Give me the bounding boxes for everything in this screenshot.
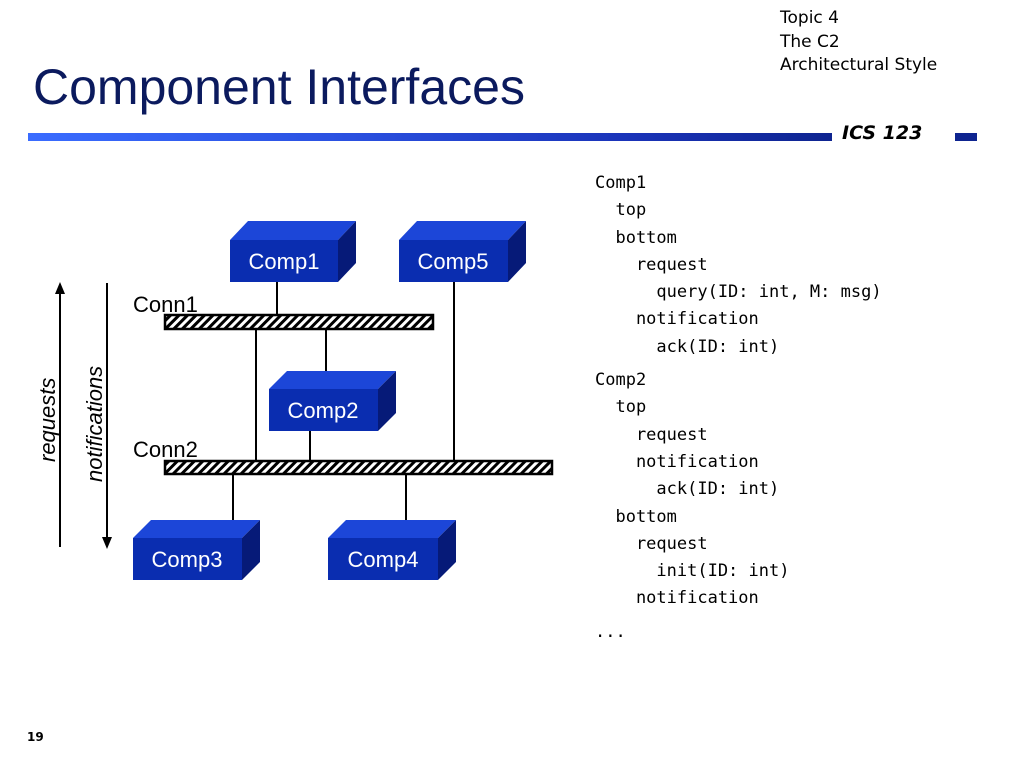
requests-label: requests xyxy=(35,378,60,462)
component-comp5-side xyxy=(508,221,526,282)
connector-conn2-label: Conn2 xyxy=(133,437,198,462)
page-number: 19 xyxy=(27,730,44,744)
component-comp4: Comp4 xyxy=(328,520,456,580)
requests-arrow xyxy=(55,282,65,547)
comp1-interface: Comp1 top bottom request query(ID: int, … xyxy=(595,170,882,361)
code-ellipsis: ... xyxy=(595,621,626,642)
component-comp3: Comp3 xyxy=(133,520,260,580)
code-line: request xyxy=(595,254,708,275)
title-underline xyxy=(28,133,832,141)
component-comp3-front xyxy=(133,538,242,580)
component-comp5-label: Comp5 xyxy=(418,249,489,274)
component-comp2-label: Comp2 xyxy=(288,398,359,423)
component-comp5-front xyxy=(399,240,508,282)
component-comp1-side xyxy=(338,221,356,282)
topic-line-2: The C2 xyxy=(780,31,840,52)
notifications-label: notifications xyxy=(82,366,107,482)
component-comp2-front xyxy=(269,389,378,431)
component-comp5: Comp5 xyxy=(399,221,526,282)
component-comp2-top xyxy=(269,371,396,389)
slide-title: Component Interfaces xyxy=(33,59,525,115)
course-label: ICS 123 xyxy=(842,122,923,144)
comp2-interface: Comp2 top request notification ack(ID: i… xyxy=(595,367,882,613)
component-comp4-label: Comp4 xyxy=(348,547,419,572)
code-line: notification xyxy=(595,451,759,472)
code-line: query(ID: int, M: msg) xyxy=(595,282,882,303)
connector-conn1-label: Conn1 xyxy=(133,292,198,317)
component-comp1-top xyxy=(230,221,356,240)
code-line: bottom xyxy=(595,227,677,248)
code-line: notification xyxy=(595,309,759,330)
code-line: Comp2 xyxy=(595,370,647,391)
code-line: request xyxy=(595,424,708,445)
code-line: top xyxy=(595,397,647,418)
component-links xyxy=(232,282,455,520)
arrow-down-icon xyxy=(102,537,112,549)
code-line: ack(ID: int) xyxy=(595,336,780,357)
connector-conn2-bar xyxy=(163,459,554,476)
code-line: notification xyxy=(595,588,759,609)
component-comp4-top xyxy=(328,520,456,538)
arrow-up-icon xyxy=(55,282,65,294)
topic-line-1: Topic 4 xyxy=(780,8,839,28)
component-comp2: Comp2 xyxy=(269,371,396,431)
component-comp4-side xyxy=(438,520,456,580)
component-comp1-label: Comp1 xyxy=(249,249,320,274)
topic-line-3: Architectural Style xyxy=(780,55,938,75)
code-line: request xyxy=(595,533,708,554)
interface-listing: Comp1 top bottom request query(ID: int, … xyxy=(595,170,882,652)
component-comp3-side xyxy=(242,520,260,580)
notifications-arrow xyxy=(102,283,112,549)
connector-conn1-bar xyxy=(163,313,435,331)
title-underline-end xyxy=(955,133,977,141)
code-line: top xyxy=(595,200,647,221)
component-comp5-top xyxy=(399,221,526,240)
code-line: ack(ID: int) xyxy=(595,479,780,500)
topic-label: Topic 4 The C2 Architectural Style xyxy=(780,7,937,78)
ellipsis-block: ... xyxy=(595,619,882,646)
component-comp4-front xyxy=(328,538,438,580)
code-line: bottom xyxy=(595,506,677,527)
component-comp3-top xyxy=(133,520,260,538)
component-comp1-front xyxy=(230,240,338,282)
code-line: init(ID: int) xyxy=(595,561,790,582)
component-comp1: Comp1 xyxy=(230,221,356,282)
component-comp3-label: Comp3 xyxy=(152,547,223,572)
code-line: Comp1 xyxy=(595,173,647,193)
component-comp2-side xyxy=(378,371,396,431)
